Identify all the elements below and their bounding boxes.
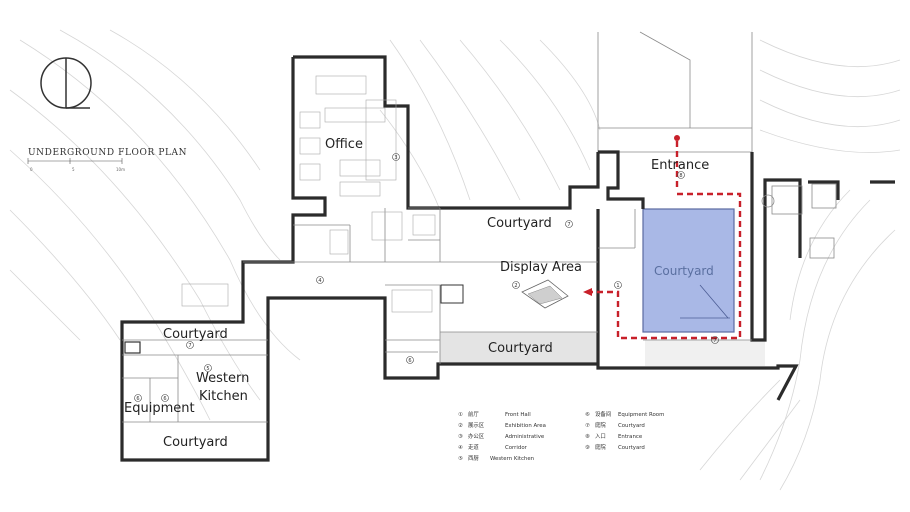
marker-front-hall: 1 — [616, 283, 619, 289]
marker-equipment-a: 6 — [136, 396, 139, 402]
svg-text:③: ③ — [458, 434, 463, 440]
label-office: Office — [325, 137, 363, 152]
marker-equipment-c: 6 — [408, 358, 411, 364]
contour-lines — [9, 29, 901, 491]
svg-text:庭院: 庭院 — [595, 443, 606, 451]
svg-text:Corridor: Corridor — [505, 445, 528, 451]
side-structures — [761, 183, 837, 259]
room-labels: Office Entrance Courtyard Display Area C… — [124, 137, 714, 450]
label-courtyard-top: Courtyard — [487, 216, 552, 231]
label-display-area: Display Area — [500, 260, 582, 275]
svg-text:西厨: 西厨 — [468, 455, 479, 462]
marker-kitchen: 5 — [206, 366, 209, 372]
marker-courtyard-left: 7 — [188, 343, 191, 349]
plan-title: UNDERGROUND FLOOR PLAN — [28, 148, 187, 158]
interior-partitions — [122, 207, 752, 423]
label-courtyard-left: Courtyard — [163, 327, 228, 342]
svg-text:Equipment Room: Equipment Room — [618, 412, 664, 418]
legend-item: ④ 走道 Corridor — [458, 443, 528, 451]
svg-text:办公区: 办公区 — [468, 432, 485, 440]
svg-text:⑨: ⑨ — [585, 444, 590, 451]
svg-text:⑧: ⑧ — [585, 434, 590, 440]
svg-text:Exhibition Area: Exhibition Area — [505, 423, 546, 429]
svg-text:④: ④ — [458, 445, 463, 451]
scale-label-5: 5 — [72, 167, 75, 172]
legend: ① 前厅 Front Hall ② 展示区 Exhibition Area ③ … — [458, 410, 664, 462]
legend-item: ③ 办公区 Administrative — [458, 432, 545, 440]
exterior-walls — [120, 55, 895, 462]
svg-text:前厅: 前厅 — [468, 410, 479, 418]
legend-item: ① 前厅 Front Hall — [458, 410, 531, 418]
label-kitchen: Kitchen — [199, 389, 248, 404]
marker-entrance: 8 — [679, 173, 682, 179]
entrance-marker-icon — [674, 135, 680, 141]
north-arrow-icon — [40, 57, 92, 109]
marker-terrace: 7 — [713, 338, 716, 344]
svg-text:庭院: 庭院 — [595, 421, 606, 429]
entrance-route — [583, 135, 742, 340]
svg-text:Front Hall: Front Hall — [505, 412, 531, 418]
label-entrance: Entrance — [651, 158, 709, 173]
svg-text:⑥: ⑥ — [585, 412, 590, 418]
label-courtyard-bottom: Courtyard — [163, 435, 228, 450]
legend-item: ⑦ 庭院 Courtyard — [585, 421, 645, 429]
plan-markers: 3 7 2 1 4 7 5 6 6 6 8 7 — [134, 153, 719, 402]
marker-office: 3 — [394, 155, 397, 161]
marker-courtyard-top: 7 — [567, 222, 570, 228]
svg-text:入口: 入口 — [595, 433, 606, 440]
svg-text:①: ① — [458, 412, 463, 418]
marker-equipment-b: 6 — [163, 396, 166, 402]
marker-corridor: 4 — [318, 278, 321, 284]
legend-item: ⑧ 入口 Entrance — [585, 433, 643, 440]
scale-bar: 0 5 10m — [27, 158, 125, 172]
route-arrow-icon — [583, 288, 592, 296]
svg-text:走道: 走道 — [468, 443, 479, 451]
marker-display: 2 — [514, 283, 517, 289]
legend-item: ⑤ 西厨 Western Kitchen — [458, 455, 534, 462]
label-western: Western — [196, 371, 249, 386]
scale-label-0: 0 — [30, 167, 33, 172]
svg-text:Western Kitchen: Western Kitchen — [490, 456, 534, 462]
exhibit-sculpture-icon — [521, 279, 569, 309]
label-equipment: Equipment — [124, 401, 195, 416]
svg-text:②: ② — [458, 422, 463, 429]
terrace-fill — [645, 340, 765, 366]
legend-item: ② 展示区 Exhibition Area — [458, 422, 546, 429]
svg-text:设备间: 设备间 — [595, 410, 611, 418]
courtyard-pool — [642, 208, 735, 333]
office-furniture — [181, 75, 436, 313]
entrance-plaza — [597, 31, 753, 153]
scale-label-10: 10m — [116, 167, 125, 172]
svg-text:Entrance: Entrance — [618, 434, 643, 440]
label-courtyard-mid: Courtyard — [488, 341, 553, 356]
svg-text:⑦: ⑦ — [585, 423, 590, 429]
svg-text:Courtyard: Courtyard — [618, 445, 645, 451]
svg-text:Administrative: Administrative — [505, 434, 545, 440]
legend-item: ⑥ 设备间 Equipment Room — [585, 410, 664, 418]
svg-text:Courtyard: Courtyard — [618, 423, 645, 429]
svg-text:展示区: 展示区 — [468, 422, 485, 429]
label-courtyard-pool: Courtyard — [654, 264, 714, 278]
svg-text:⑤: ⑤ — [458, 456, 463, 462]
legend-item: ⑨ 庭院 Courtyard — [585, 443, 645, 451]
courtyard-mid-fill — [440, 332, 598, 364]
